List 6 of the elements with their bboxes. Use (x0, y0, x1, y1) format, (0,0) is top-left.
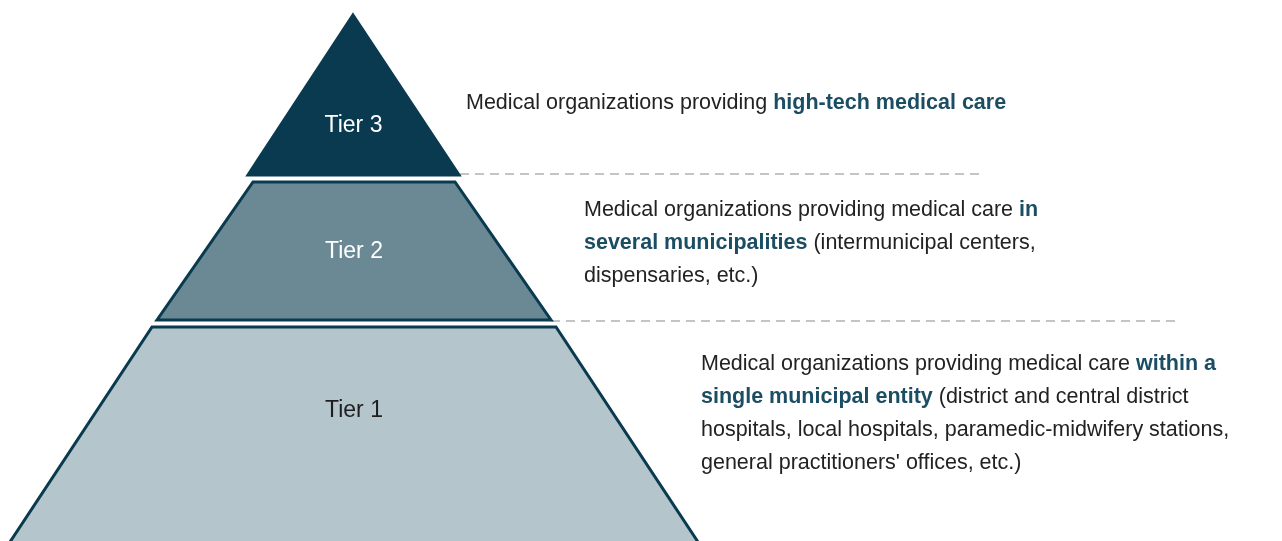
tier-label: Tier 3 (324, 111, 383, 138)
tier-description: Medical organizations providing high-tech medical care (466, 89, 1008, 116)
tier-label: Tier 1 (325, 396, 383, 423)
tier-label: Tier 2 (325, 237, 383, 264)
tier-description: Medical organizations providing medical care within a single municipal entity (district and central district hospitals, local hospitals, paramedic-midwifery stations, general practitioners' offices, etc.) (701, 350, 1231, 476)
tier-description: Medical organizations providing medical care in several municipalities (intermunicipal centers, dispensaries, etc.) (584, 196, 1040, 289)
